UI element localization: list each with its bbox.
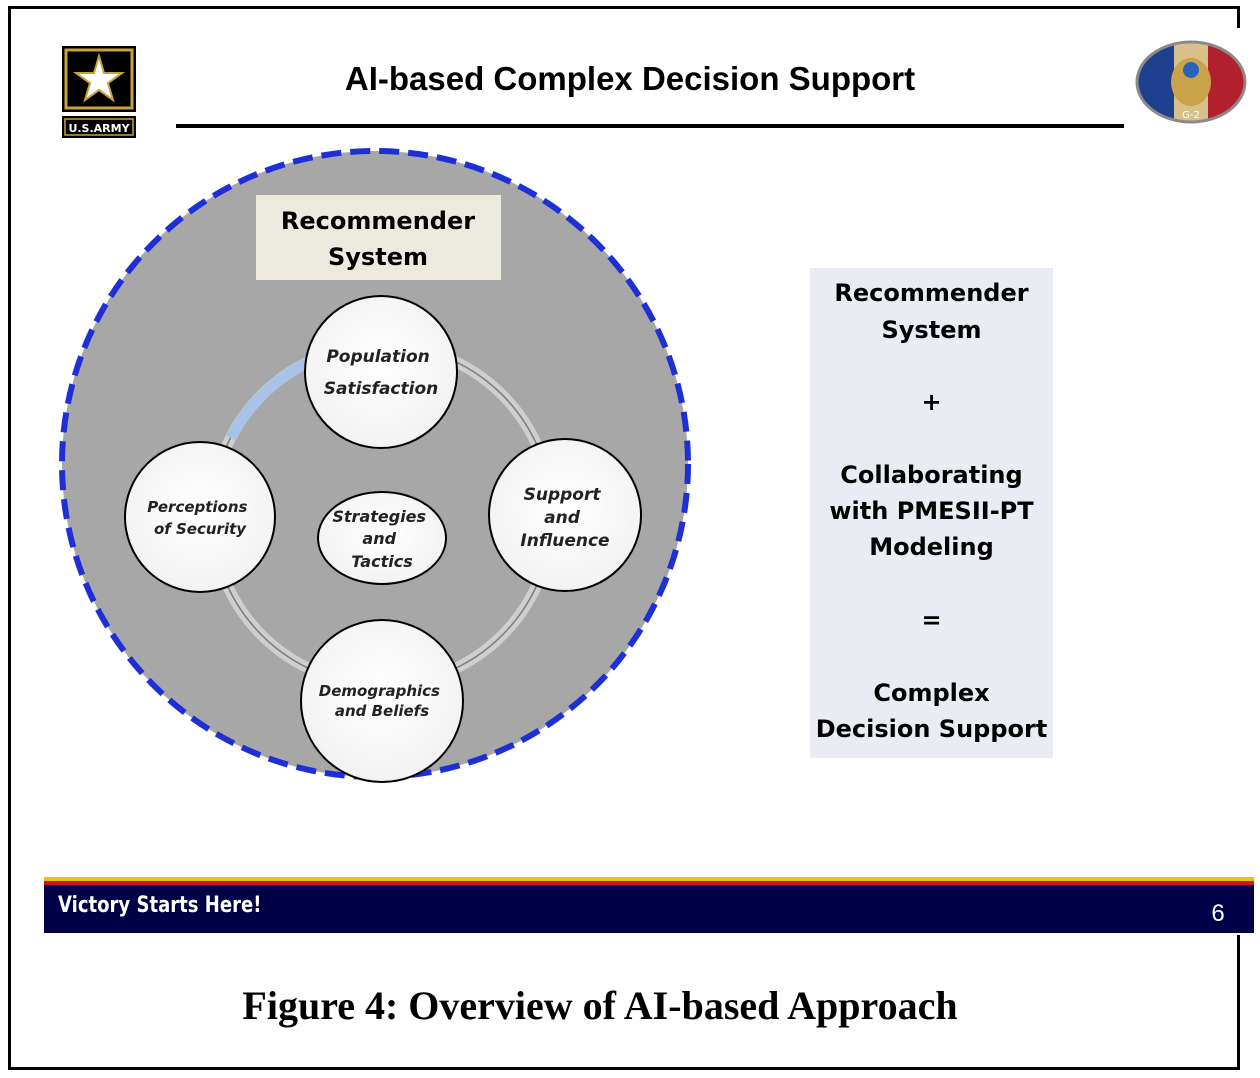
node-support-and-influence xyxy=(488,438,642,592)
figure-caption: Figure 4: Overview of AI-based Approach xyxy=(242,983,958,1028)
eq-line-collaborating: Collaborating xyxy=(840,461,1023,489)
footer-gold-stripe xyxy=(44,877,1254,881)
page-number: 6 xyxy=(1211,900,1225,927)
svg-text:Population Satisfaction: Population Satisfaction xyxy=(324,347,438,399)
footer-red-stripe xyxy=(44,881,1254,885)
eq-line-complex: Complex xyxy=(873,679,990,707)
eq-line-recommender: Recommender xyxy=(834,279,1029,307)
slide-title: AI-based Complex Decision Support xyxy=(344,60,916,97)
frame-border-right-bottom xyxy=(1237,935,1240,1070)
us-army-logo: U.S.ARMY xyxy=(62,46,136,138)
header-box xyxy=(256,195,501,280)
eq-line-equals: = xyxy=(921,606,942,634)
equation-box: Recommender System + Collaborating with … xyxy=(810,268,1053,758)
header-line-1: Recommender xyxy=(281,207,475,235)
frame-border-right-top xyxy=(1237,6,1240,28)
header-line-2: System xyxy=(328,243,428,271)
svg-text:Strategies and Tactics: Strategies and Tactics xyxy=(332,507,431,571)
svg-text:Demographics and Beliefs: Demographics and Beliefs xyxy=(319,682,445,720)
svg-text:G-2: G-2 xyxy=(1182,110,1200,121)
footer-motto: Victory Starts Here! xyxy=(58,893,262,918)
svg-text:Perceptions of Security: Perceptions of Security xyxy=(147,498,252,538)
center-node xyxy=(317,491,447,585)
dashed-ring xyxy=(59,148,691,780)
title-rule xyxy=(176,124,1124,128)
node-population-satisfaction xyxy=(304,295,458,449)
eq-line-decision-support: Decision Support xyxy=(815,715,1048,743)
node-perceptions-of-security xyxy=(124,441,276,593)
frame-border-top xyxy=(8,6,1240,9)
frame-border-left xyxy=(8,6,11,1070)
footer-band xyxy=(44,885,1254,933)
svg-text:U.S.ARMY: U.S.ARMY xyxy=(68,122,130,135)
eq-line-system: System xyxy=(881,316,982,344)
eq-line-pmesii: with PMESII-PT xyxy=(829,497,1034,525)
eq-line-plus: + xyxy=(921,388,942,416)
g2-seal-logo: G-2 xyxy=(1135,40,1247,124)
cycle-ring-highlight xyxy=(226,358,310,441)
recommender-diagram: Recommender System Strategies and Tactic… xyxy=(59,148,691,783)
big-grey-circle xyxy=(62,151,688,777)
svg-text:Support and Influence: Support and Influence xyxy=(520,485,609,551)
node-demographics-and-beliefs xyxy=(300,619,464,783)
star-icon xyxy=(72,52,126,103)
eq-line-modeling: Modeling xyxy=(869,533,994,561)
frame-border-bottom xyxy=(8,1067,1240,1070)
